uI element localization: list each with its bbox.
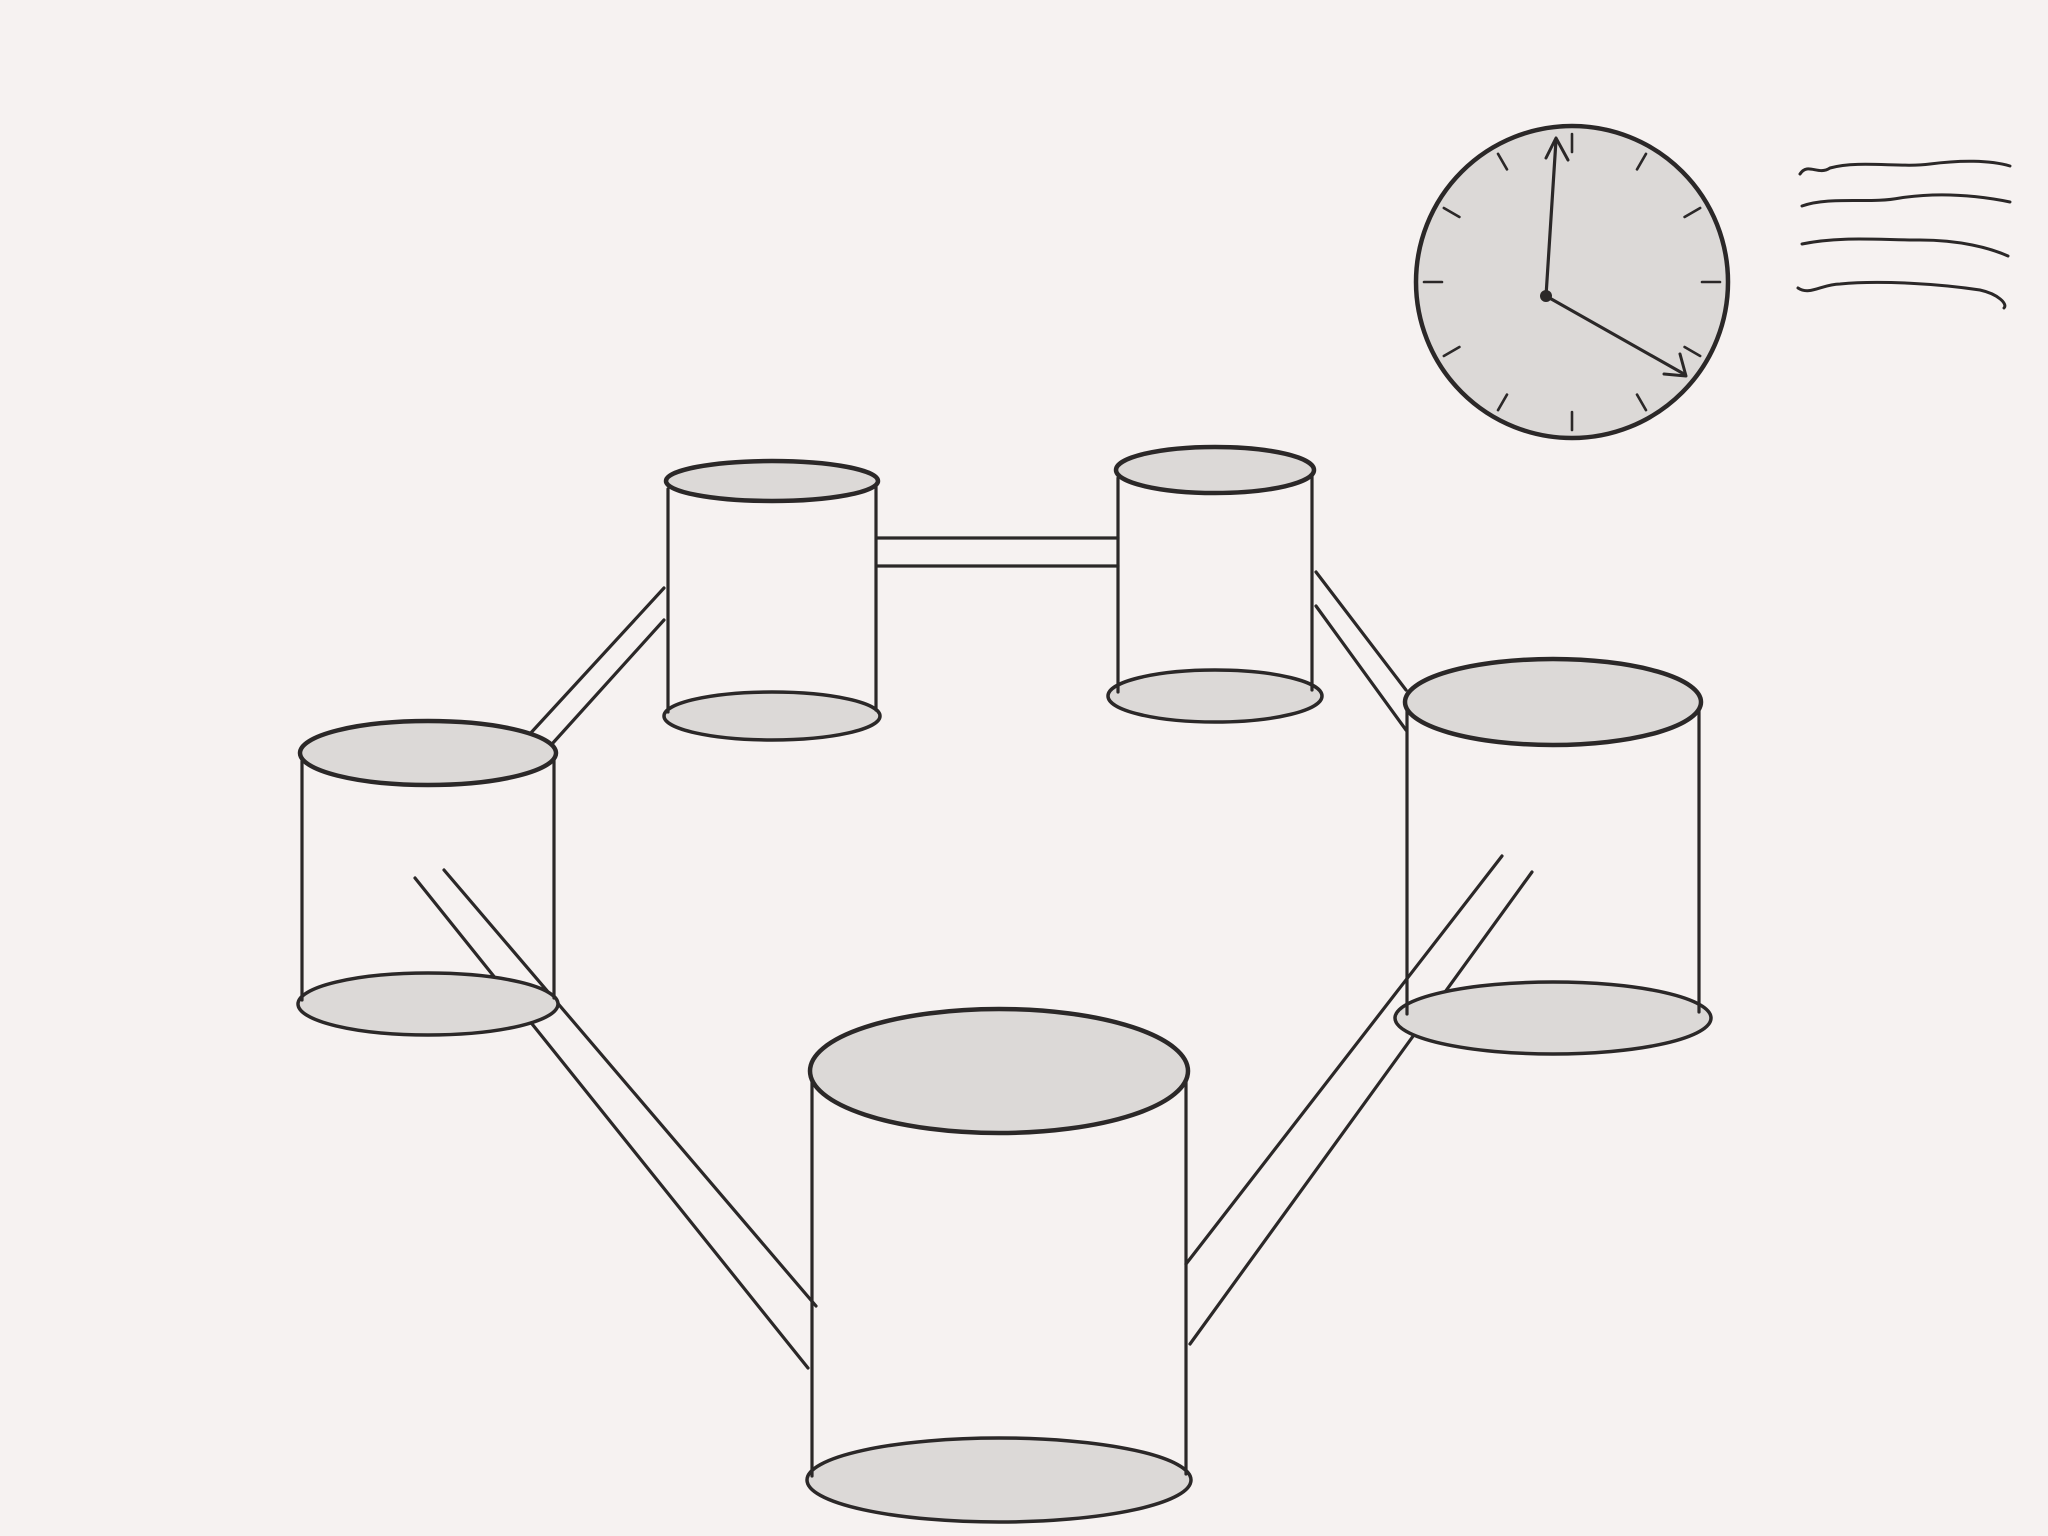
cylinder-left [296, 718, 560, 1037]
link-line [1314, 570, 1408, 692]
cylinder-base [296, 971, 560, 1037]
squiggle-line [1796, 280, 2007, 310]
link-line [413, 876, 810, 1370]
clock-tick [1635, 393, 1648, 412]
clock-tick [1442, 345, 1461, 358]
cylinder-top [663, 458, 881, 504]
link-cylinder-left-to-cylinder-bottom [413, 868, 818, 1370]
link-line [1314, 604, 1408, 732]
link-line [526, 586, 666, 738]
clock-tick [1496, 152, 1509, 171]
clock-face [1413, 123, 1731, 441]
clock-icon [1413, 123, 1731, 441]
clock-hour-hand [1544, 294, 1686, 376]
link-cylinder-top-right-to-cylinder-right [1314, 570, 1408, 732]
link-line [1188, 870, 1534, 1346]
cylinder-right [1393, 656, 1713, 1056]
cylinder-base [1106, 668, 1324, 724]
clock-tick [1683, 345, 1702, 358]
link-line [550, 618, 666, 746]
clock-minute-hand-arrow [1544, 136, 1570, 162]
cylinder-base [1393, 980, 1713, 1056]
link-cylinder-right-to-cylinder-bottom [1184, 854, 1534, 1346]
link-line [1184, 854, 1504, 1266]
link-cylinder-top-left-to-cylinder-top-right [875, 536, 1120, 568]
clock-tick [1683, 206, 1702, 219]
link-cylinder-left-to-cylinder-top-left [526, 586, 666, 746]
clock-center [1540, 290, 1552, 302]
clock-minute-hand [1544, 138, 1558, 298]
clock-tick [1635, 152, 1648, 171]
cylinder-top-left [662, 458, 882, 742]
link-line [442, 868, 818, 1308]
clock-tick [1496, 393, 1509, 412]
squiggle-line [1800, 237, 2010, 258]
clock-hour-hand-arrow [1662, 352, 1688, 378]
cylinder-top-right [1106, 444, 1324, 724]
cylinder-top [1113, 444, 1317, 496]
links-layer [413, 536, 1534, 1370]
clock-tick [1442, 206, 1461, 219]
cylinder-base [805, 1436, 1193, 1524]
squiggle-line [1798, 159, 2012, 176]
cylinder-top [297, 718, 559, 788]
cylinder-top [807, 1006, 1191, 1136]
cylinder-bottom [805, 1006, 1193, 1524]
nodes-layer [296, 444, 1713, 1524]
cylinder-top [1402, 656, 1704, 748]
squiggle-lines [1796, 159, 2012, 310]
squiggle-line [1800, 193, 2012, 208]
cylinder-base [662, 690, 882, 742]
